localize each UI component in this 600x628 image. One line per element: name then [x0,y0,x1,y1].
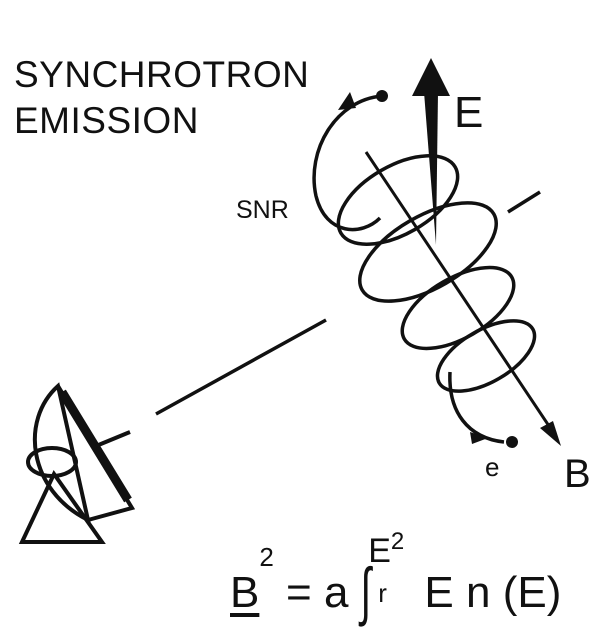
snr-label: SNR [236,196,289,225]
title-line-1: SYNCHROTRON [14,54,309,95]
telescope-mount-ring [28,448,76,476]
lower-limit: r [378,578,387,609]
upper-limit-exponent: 2 [391,528,404,555]
line-of-sight [156,320,326,414]
helix-loop-2 [344,183,512,321]
e-vector-label: E [454,88,483,138]
upper-limit-base: E [368,532,391,570]
b-field-label: B [564,452,591,497]
helix-entry-dot [376,90,388,102]
helix-exit [450,372,504,442]
telescope-base [22,474,102,542]
formula-b-exponent: 2 [259,542,273,572]
diagram-title: SYNCHROTRON EMISSION [14,52,309,144]
upper-limit: E2 [368,532,404,571]
tick-mark [508,192,540,212]
helix-entry-arrowhead [338,92,356,110]
electron-label: e [485,452,499,483]
radio-telescope-icon [22,386,132,542]
e-vector-arrowhead [412,58,450,96]
telescope-feed [96,432,130,446]
helix-loop-3 [389,251,526,365]
title-line-2: EMISSION [14,100,199,141]
helix-loop-4 [426,306,546,405]
electron-dot [506,436,518,448]
b-field-arrowhead [540,421,561,446]
